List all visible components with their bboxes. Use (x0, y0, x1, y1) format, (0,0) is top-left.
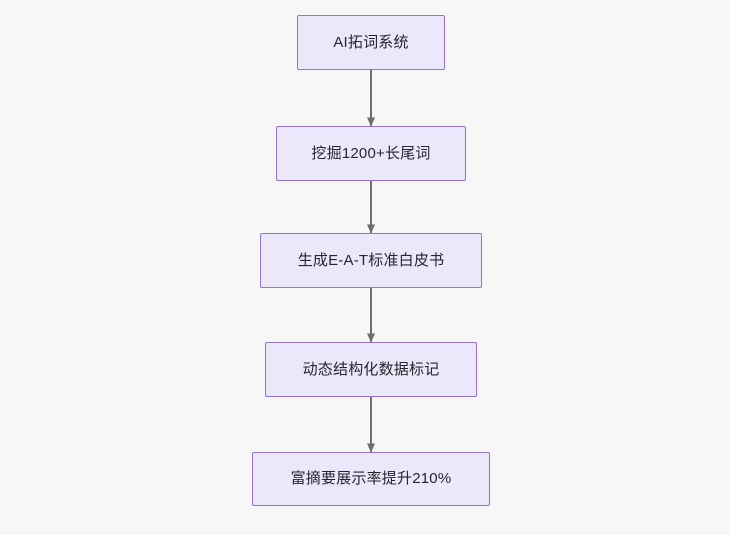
flow-node-1[interactable]: AI拓词系统 (297, 15, 445, 70)
flow-node-2-label: 挖掘1200+长尾词 (311, 144, 431, 162)
flow-node-3-label: 生成E-A-T标准白皮书 (297, 251, 445, 269)
flow-node-4[interactable]: 动态结构化数据标记 (265, 342, 477, 397)
flow-node-2[interactable]: 挖掘1200+长尾词 (276, 126, 466, 181)
flow-node-5-label: 富摘要展示率提升210% (290, 470, 452, 488)
flow-node-3[interactable]: 生成E-A-T标准白皮书 (260, 233, 482, 288)
flow-node-4-label: 动态结构化数据标记 (302, 360, 440, 378)
flow-node-5[interactable]: 富摘要展示率提升210% (252, 452, 490, 506)
flow-node-1-label: AI拓词系统 (333, 33, 409, 51)
